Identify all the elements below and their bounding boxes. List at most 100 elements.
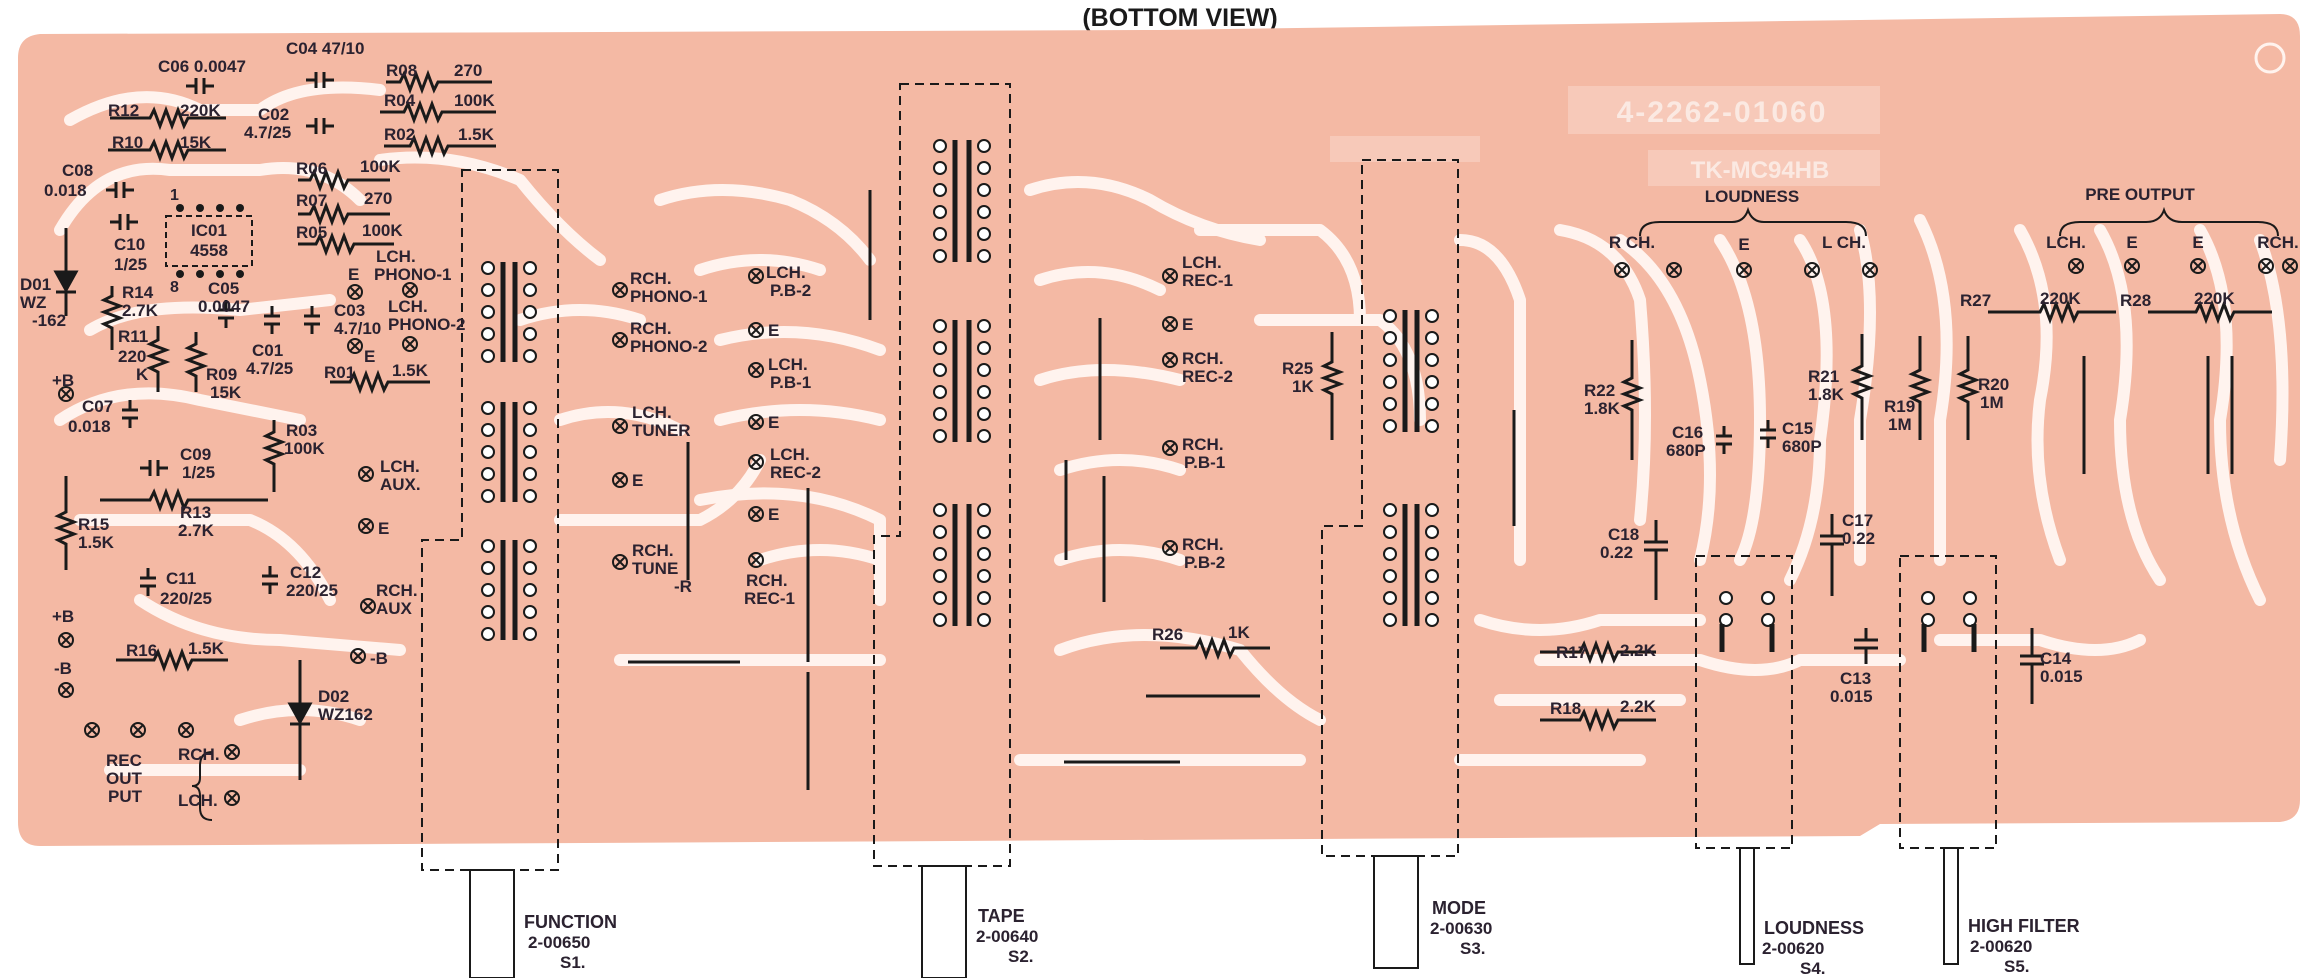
r02-value: 1.5K [458,125,495,144]
ground-label-g: E [768,505,779,524]
r04-value: 100K [454,91,495,110]
r02-label: R02 [384,125,415,144]
rch-rec1-line1: RCH. [746,571,788,590]
pre-output-rch-label: RCH. [2257,233,2299,252]
lch-aux-line2: AUX. [380,475,421,494]
r09-value: 15K [210,383,242,402]
loudness-rch-label: R CH. [1609,233,1655,252]
group-braces [191,206,2279,821]
r13-value: 2.7K [178,521,215,540]
c07-value: 0.018 [68,417,111,436]
c11-value: 220/25 [160,589,212,608]
lch-pb1-line1: LCH. [768,355,808,374]
c03-value: 4.7/10 [334,319,381,338]
r06-label: R06 [296,159,327,178]
jumper-wires [628,190,2234,790]
c05-label: C05 [208,279,239,298]
d02-type: WZ162 [318,705,373,724]
pre-output-ground-label-b: E [2192,233,2203,252]
plus-b-label-a: +B [52,371,74,390]
c17-label: C17 [1842,511,1873,530]
plus-b-label-b: +B [52,607,74,626]
r03-label: R03 [286,421,317,440]
c17-value: 0.22 [1842,529,1875,548]
rch-tune-line1: RCH. [632,541,674,560]
c16-value: 680P [1666,441,1706,460]
switch-loudness-name: LOUDNESS [1764,918,1864,938]
c09-label: C09 [180,445,211,464]
capacitor-symbols [106,72,2044,704]
r22-value: 1.8K [1584,399,1621,418]
ic01-label: IC01 [191,221,227,240]
r21-label: R21 [1808,367,1839,386]
r03-value: 100K [284,439,325,458]
lch-rec2-line2: REC-2 [770,463,821,482]
pad-block [1330,136,1480,162]
c08-value: 0.018 [44,181,87,200]
switch-mode-ref: S3. [1460,939,1486,958]
rch-tune-line3: -R [674,577,692,596]
r07-label: R07 [296,191,327,210]
r14-label: R14 [122,283,154,302]
switch-slider-bars [500,140,1977,652]
r28-value: 220K [2194,289,2235,308]
r18-value: 2.2K [1620,697,1657,716]
r18-label: R18 [1550,699,1581,718]
mount-hole-icon [2254,42,2286,74]
switch-mode-part: 2-00630 [1430,919,1492,938]
c02-value: 4.7/25 [244,123,291,142]
r10-label: R10 [112,133,143,152]
switch-contacts [481,139,1977,641]
lch-phono1-line2: PHONO-1 [374,265,451,284]
r01-value: 1.5K [392,361,429,380]
r10-value: 15K [180,133,212,152]
c14-value: 0.015 [2040,667,2083,686]
ground-label-b: E [364,347,375,366]
c15-value: 680P [1782,437,1822,456]
rch-rec2-line1: RCH. [1182,349,1224,368]
c09-value: 1/25 [182,463,215,482]
r25-value: 1K [1292,377,1314,396]
ground-label-d: E [632,471,643,490]
switch-captions: FUNCTION 2-00650 S1. TAPE 2-00640 S2. MO… [524,898,2080,978]
r22-label: R22 [1584,381,1615,400]
rch-pb2-line2: P.B-2 [1184,553,1225,572]
pre-output-lch-label: LCH. [2046,233,2086,252]
board-model: TK-MC94HB [1691,157,1830,184]
r12-label: R12 [108,101,139,120]
lch-phono2-line2: PHONO-2 [388,315,465,334]
c01-label: C01 [252,341,283,360]
c05-value: 0.0047 [198,297,250,316]
c18-value: 0.22 [1600,543,1633,562]
c12-value: 220/25 [286,581,338,600]
loudness-group-label: LOUDNESS [1705,187,1799,206]
switch-loudness-part: 2-00620 [1762,939,1824,958]
lch-tuner-line1: LCH. [632,403,672,422]
r04-label: R04 [384,91,416,110]
svg-text:8: 8 [170,279,179,296]
r08-value: 270 [454,61,482,80]
pre-output-group-label: PRE OUTPUT [2085,185,2195,204]
r20-value: 1M [1980,393,2004,412]
c10-value: 1/25 [114,255,147,274]
r20-label: R20 [1978,375,2009,394]
r17-value: 2.2K [1620,641,1657,660]
r01-label: R01 [324,363,355,382]
r05-value: 100K [362,221,403,240]
rch-phono1-line1: RCH. [630,269,672,288]
c03-label: C03 [334,301,365,320]
r15-label: R15 [78,515,109,534]
c10-label: C10 [114,235,145,254]
rch-rec1-line2: REC-1 [744,589,795,608]
c15-label: C15 [1782,419,1813,438]
r19-label: R19 [1884,397,1915,416]
terminal-pads [58,258,2298,806]
switch-mode-name: MODE [1432,898,1486,918]
rec-out-lch-label: LCH. [178,791,218,810]
r25-label: R25 [1282,359,1313,378]
r12-value: 220K [180,101,221,120]
board-part-number: 4-2262-01060 [1617,96,1828,129]
c16-label: C16 [1672,423,1703,442]
ground-label-c: E [378,519,389,538]
terminal-labels: LCH. PHONO-1 LCH. PHONO-2 E E LCH. AUX. … [52,233,2299,810]
